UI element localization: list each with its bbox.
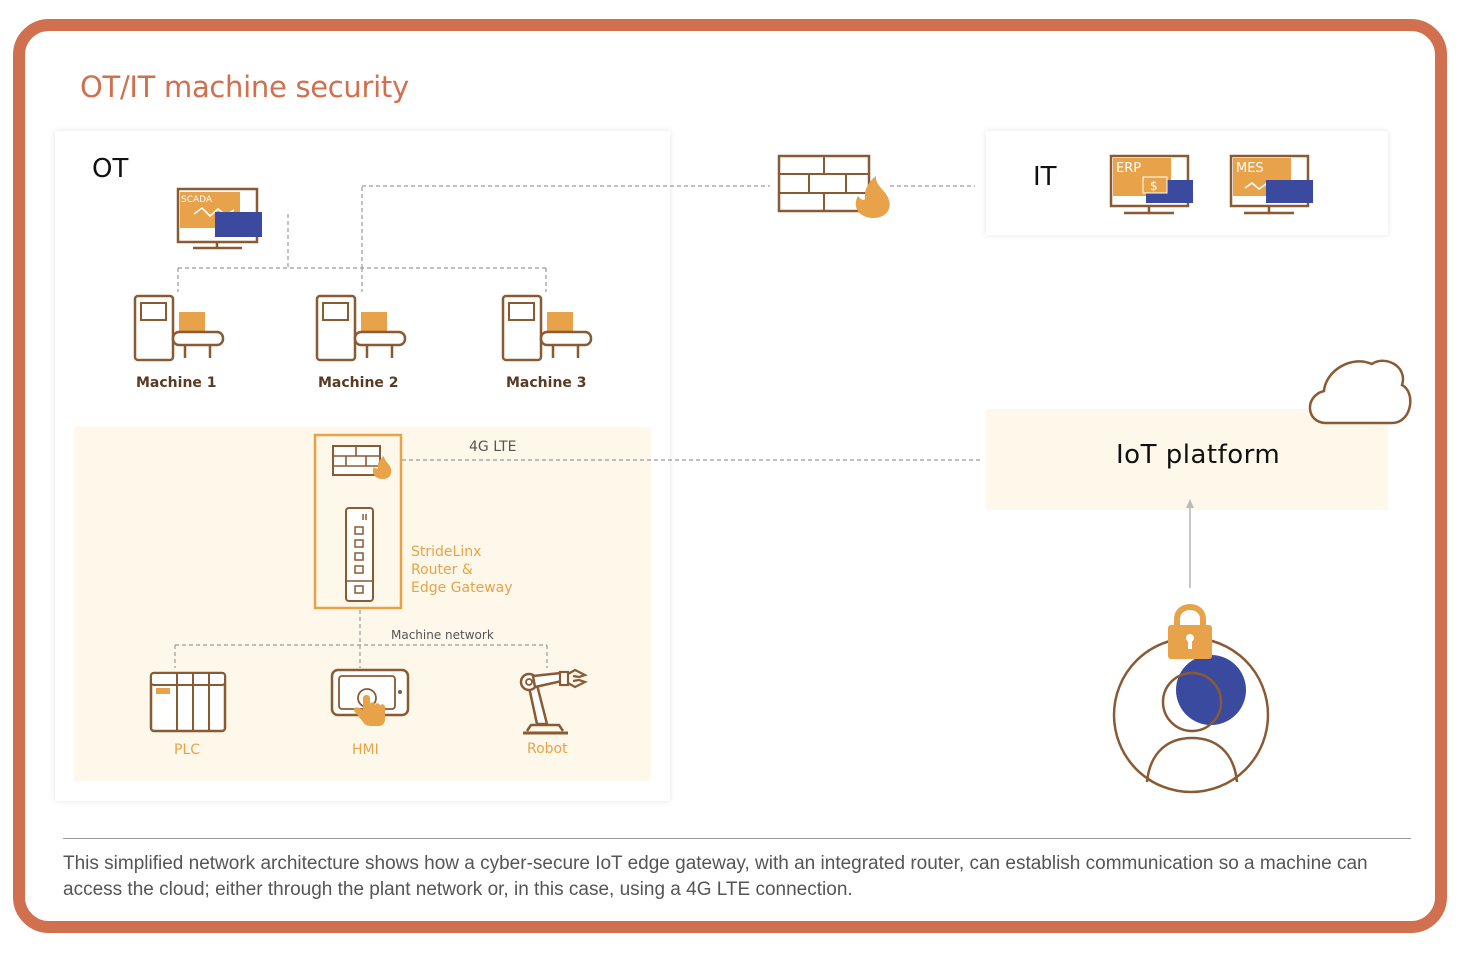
edge-gateway-icon	[313, 433, 403, 610]
padlock-icon	[1174, 604, 1206, 627]
plc-label: PLC	[174, 742, 201, 758]
gateway-label-line-1: StrideLinx	[411, 544, 482, 560]
hmi-icon	[330, 668, 410, 726]
hmi-label: HMI	[352, 742, 379, 758]
mes-label: MES	[1236, 161, 1264, 176]
scada-label: SCADA	[181, 195, 213, 205]
ot-zone-label: OT	[92, 154, 129, 184]
machine-2-icon	[315, 294, 407, 362]
robot-label: Robot	[527, 741, 568, 757]
robot-arm-icon	[519, 668, 588, 735]
cloud-icon	[1308, 359, 1412, 425]
mes-monitor-icon: MES	[1229, 154, 1313, 215]
plc-icon	[149, 671, 227, 733]
scada-monitor-icon: SCADA	[176, 187, 262, 250]
machine-1-icon	[133, 294, 225, 362]
page-title: OT/IT machine security	[80, 70, 409, 104]
machine-2-label: Machine 2	[318, 375, 399, 391]
dollar-icon: $	[1150, 179, 1158, 193]
flame-icon	[855, 176, 890, 218]
machine-1-label: Machine 1	[136, 375, 217, 391]
machine-3-icon	[501, 294, 593, 362]
caption-divider	[63, 838, 1411, 839]
router-icon	[345, 507, 374, 602]
it-zone-label: IT	[1033, 162, 1057, 192]
secure-user-icon	[1112, 604, 1270, 794]
iot-platform-label: IoT platform	[1116, 440, 1281, 470]
arrow-head	[1186, 499, 1194, 508]
network-lines	[174, 185, 982, 668]
iot-platform-panel	[986, 409, 1388, 510]
flame-icon	[372, 456, 392, 479]
erp-monitor-icon: $ ERP	[1109, 154, 1193, 215]
machine-3-label: Machine 3	[506, 375, 587, 391]
machine-network-label: Machine network	[391, 628, 494, 642]
gateway-label-line-2: Router &	[411, 562, 473, 578]
firewall-icon	[777, 154, 890, 218]
erp-label: ERP	[1116, 161, 1141, 176]
gateway-label-line-3: Edge Gateway	[411, 580, 513, 596]
caption-text: This simplified network architecture sho…	[63, 853, 1368, 900]
hand-icon	[353, 695, 385, 726]
lte-connection-label: 4G LTE	[469, 439, 517, 455]
gateway-label: StrideLinx Router & Edge Gateway	[411, 543, 513, 597]
